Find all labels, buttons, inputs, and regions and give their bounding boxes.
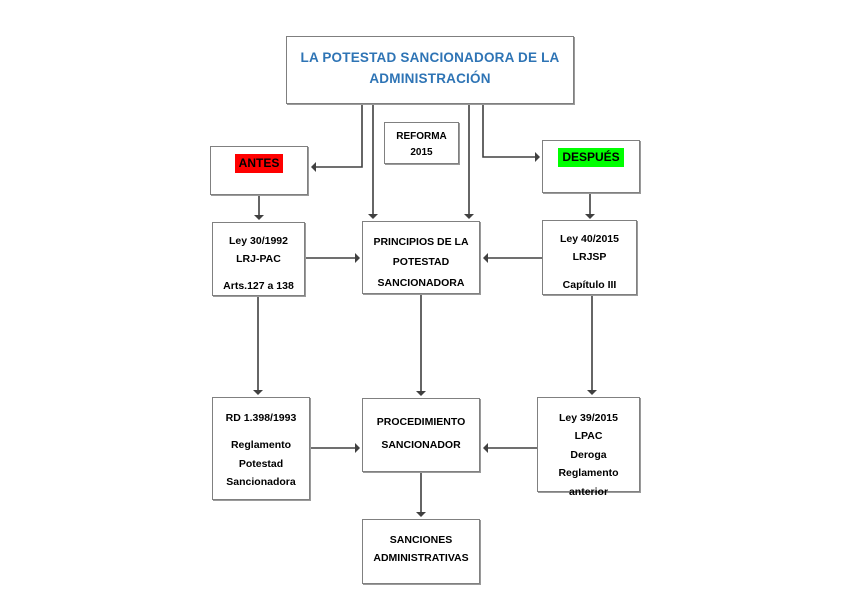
arrowhead (535, 152, 540, 162)
principios-potestad-sancionadora-box: PRINCIPIOS DE LA POTESTAD SANCIONADORA (362, 221, 480, 294)
connector-antes-to-ley30 (254, 195, 264, 220)
arrowhead (416, 391, 426, 396)
connector-rd1398-to-procedimiento (310, 443, 360, 453)
arrowhead (311, 162, 316, 172)
node-text-line: PROCEDIMIENTO (376, 416, 466, 428)
sanciones-administrativas-box: SANCIONES ADMINISTRATIVAS (362, 519, 480, 584)
node-text-line: SANCIONADOR (381, 439, 461, 452)
node-text-line: Capítulo III (562, 278, 617, 291)
node-text-line: Reglamento (230, 439, 292, 452)
arrowhead (253, 390, 263, 395)
node-text-line: Sancionadora (226, 476, 296, 489)
connector-ley40-to-ley39 (587, 295, 597, 395)
connector-principios-to-procedimiento (416, 294, 426, 396)
connector-ley40-to-principios (483, 253, 542, 263)
node-text-line: Ley 39/2015 (559, 412, 618, 424)
node-text-line: 2015 (410, 146, 433, 158)
arrowhead (464, 214, 474, 219)
arrowhead (355, 443, 360, 453)
node-text-line: PRINCIPIOS DE LA (373, 236, 469, 248)
node-text-line: Reglamento (558, 467, 619, 480)
procedimiento-sancionador-box: PROCEDIMIENTO SANCIONADOR (362, 398, 480, 472)
node-text-line: Potestad (238, 457, 284, 470)
node-text-line: SANCIONES (389, 534, 453, 546)
node-text-line: Ley 30/1992 (229, 235, 288, 247)
connector-ley30-to-principios (305, 253, 360, 263)
reforma-2015-box: REFORMA 2015 (384, 122, 459, 164)
node-text-line: RD 1.398/1993 (225, 412, 297, 424)
node-text-line: DESPUÉS (558, 148, 624, 167)
node-text-line: LRJ-PAC (236, 253, 281, 266)
node-text-line: SANCIONADORA (377, 276, 465, 289)
node-text-line: LPAC (574, 430, 603, 443)
node-text-line: ANTES (234, 154, 284, 173)
node-text-line: Arts.127 a 138 (223, 279, 294, 292)
connector-procedimiento-to-sanciones (416, 472, 426, 517)
connector-title-to-antes (311, 104, 363, 172)
node-text-line: LRJSP (572, 251, 607, 264)
diagram-title-box: LA POTESTAD SANCIONADORA DE LA ADMINISTRA… (286, 36, 574, 104)
node-text-line: anterior (568, 485, 609, 498)
node-text-line: ADMINISTRATIVAS (373, 552, 469, 565)
connector-ley39-to-procedimiento (483, 443, 537, 453)
arrowhead (368, 214, 378, 219)
arrowhead (254, 215, 264, 220)
node-text-line: Deroga (570, 448, 607, 461)
arrowhead (416, 512, 426, 517)
node-text-line: REFORMA (396, 131, 447, 142)
connector-despues-to-ley40 (585, 193, 595, 219)
arrowhead (483, 253, 488, 263)
arrowhead (585, 214, 595, 219)
node-text-line: Ley 40/2015 (560, 233, 619, 245)
connector-ley30-to-rd1398 (253, 296, 263, 395)
connector-title-to-principios-left (368, 104, 378, 219)
node-text-line: LA POTESTAD SANCIONADORA DE LA (300, 50, 560, 65)
despues-box: DESPUÉS (542, 140, 640, 193)
node-text-line: POTESTAD (392, 256, 450, 269)
arrowhead (483, 443, 488, 453)
connector-title-to-despues (482, 104, 540, 162)
arrowhead (355, 253, 360, 263)
antes-box: ANTES (210, 146, 308, 195)
connector-title-to-principios-right (464, 104, 474, 219)
node-text-line: ADMINISTRACIÓN (369, 70, 491, 86)
arrowhead (587, 390, 597, 395)
